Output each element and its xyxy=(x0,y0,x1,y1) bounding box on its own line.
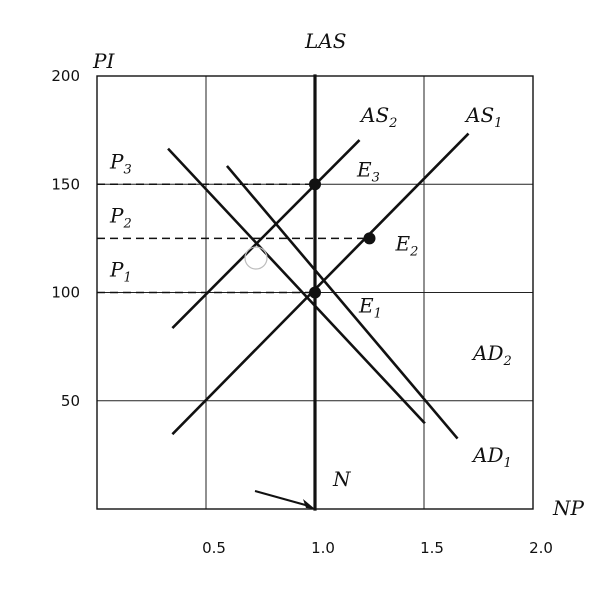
x-axis-label: NP xyxy=(552,496,585,520)
curve-2 xyxy=(171,139,361,329)
cursor-ring-icon xyxy=(244,246,268,270)
equilibrium-label: E1 xyxy=(358,294,382,322)
equilibrium-label: E3 xyxy=(356,157,380,185)
curve-label: AS1 xyxy=(464,103,502,131)
n-arrow xyxy=(254,490,310,507)
curve-label: AD2 xyxy=(471,341,512,369)
n-arrowhead xyxy=(303,499,315,509)
y-tick-label: 100 xyxy=(51,284,80,302)
y-axis-label: PI xyxy=(92,49,115,73)
x-tick-label: 1.5 xyxy=(420,539,444,557)
x-tick-label: 1.0 xyxy=(311,539,335,557)
tick-labels: 0.5 1.0 1.5 2.0 50 100 150 200 xyxy=(51,67,553,557)
curve-4 xyxy=(167,147,426,425)
equilibrium-point xyxy=(309,178,321,191)
price-level-label: P1 xyxy=(109,258,132,286)
curve-label: LAS xyxy=(304,29,346,53)
equilibrium-points xyxy=(309,178,376,299)
y-tick-label: 50 xyxy=(61,392,80,410)
curve-label: AD1 xyxy=(471,443,512,471)
curve-3 xyxy=(225,165,459,440)
curves xyxy=(167,74,470,511)
y-tick-label: 150 xyxy=(51,175,80,193)
n-annotation: N xyxy=(332,467,352,491)
x-tick-label: 2.0 xyxy=(529,539,553,557)
curve-label: AS2 xyxy=(359,103,397,131)
equilibrium-point xyxy=(363,232,376,245)
x-tick-label: 0.5 xyxy=(202,539,226,557)
equilibrium-label: E2 xyxy=(395,231,419,259)
y-tick-label: 200 xyxy=(51,67,80,85)
price-level-label: P2 xyxy=(109,203,132,231)
price-level-label: P3 xyxy=(109,149,132,177)
equilibrium-point xyxy=(309,286,321,299)
curve-1 xyxy=(171,132,470,436)
